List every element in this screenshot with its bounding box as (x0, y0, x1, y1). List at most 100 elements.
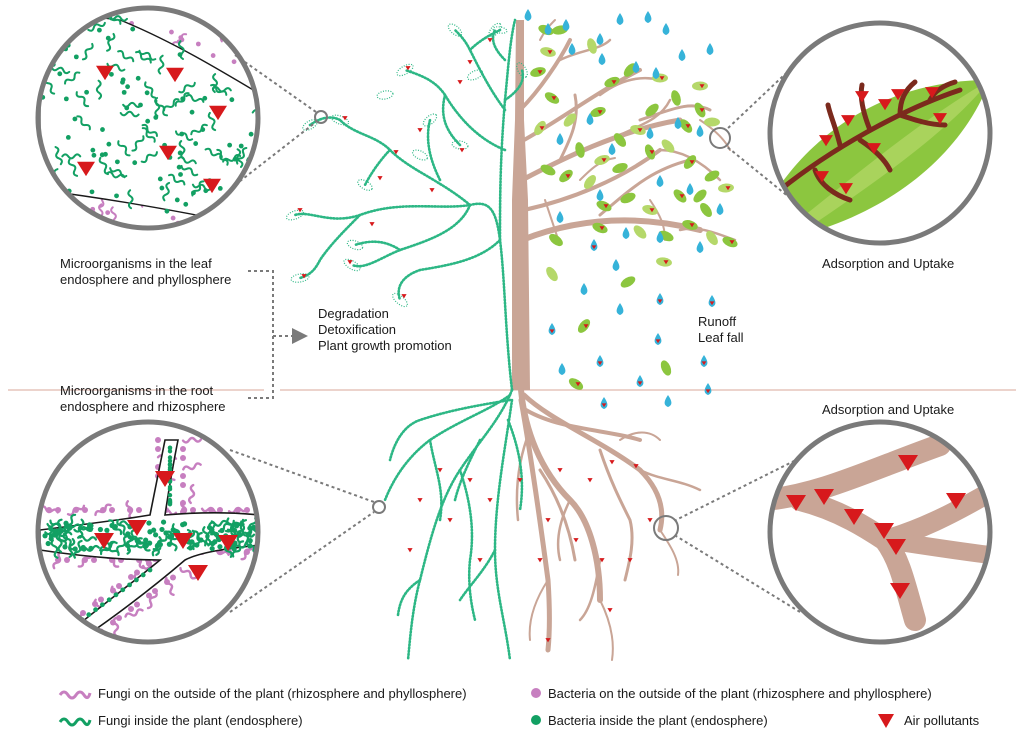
pollutant-icon (627, 558, 633, 563)
pollutant-icon (701, 361, 707, 366)
pollutant-icon (603, 204, 609, 209)
water-drop-icon (558, 363, 566, 375)
leaf-icon (660, 360, 672, 376)
water-drop-icon (632, 61, 640, 73)
water-drop-icon (596, 33, 604, 45)
leaf-icon (592, 222, 608, 234)
pollutant-icon (166, 67, 184, 83)
leaf-icon (590, 107, 606, 117)
pollutant-icon (649, 150, 655, 155)
water-drop-icon (580, 283, 588, 295)
pollutant-icon (467, 478, 473, 483)
process-list: Degradation Detoxification Plant growth … (318, 306, 452, 354)
pollutant-icon (188, 565, 208, 581)
pollutant-icon (649, 208, 655, 213)
pollutant-icon (539, 126, 545, 131)
water-drop-icon (600, 397, 608, 409)
water-drop-icon (544, 23, 552, 35)
water-drop-icon (656, 175, 664, 187)
pollutant-icon (891, 89, 905, 101)
pollutant-icon (159, 145, 177, 161)
leaf-icon (559, 169, 573, 183)
water-drop-icon (616, 13, 624, 25)
water-drop-icon (548, 323, 556, 335)
legend-swatches (58, 688, 894, 728)
process-degradation: Degradation (318, 306, 389, 321)
pollutant-icon (342, 116, 348, 121)
root-callout-pollutants (94, 471, 238, 581)
pollutant-icon (459, 148, 465, 153)
pollutant-icon (405, 66, 411, 71)
root-uptake-pollutants (786, 455, 966, 599)
leaf-fall-label: Leaf fall (698, 330, 744, 345)
water-drop-icon (674, 117, 682, 129)
pollutant-icon (601, 403, 607, 408)
pollutant-icon (597, 110, 603, 115)
leaf-icon (693, 189, 707, 203)
pollutant-icon (537, 70, 543, 75)
leaf-microorganisms-label-line1: Microorganisms in the leaf (60, 256, 212, 271)
water-drops (524, 9, 724, 409)
leaf-icon (549, 233, 563, 247)
leaf-icon (587, 38, 597, 54)
leaf-icon (704, 170, 720, 182)
pollutant-icon (369, 222, 375, 227)
pollutant-icon (655, 339, 661, 344)
water-drop-icon (598, 53, 606, 65)
pollutant-icon (77, 161, 95, 177)
pollutant-icon (429, 188, 435, 193)
pollutant-icon (886, 539, 906, 555)
water-drop-icon (664, 395, 672, 407)
pollutant-icon (599, 558, 605, 563)
leaf-icon (671, 90, 681, 106)
pollutant-icon (841, 115, 855, 127)
leaf-icon (540, 47, 556, 57)
leaf-icon (694, 102, 706, 118)
fungi-inside-swatch-icon (58, 717, 92, 727)
water-drop-icon (556, 133, 564, 145)
leaf-icon (596, 200, 612, 212)
pollutant-icon (209, 105, 227, 121)
pollutant-icon (447, 518, 453, 523)
leaf-icon (568, 378, 584, 390)
fungi-outside-swatch-icon (58, 690, 92, 700)
leaf-icon (546, 266, 558, 282)
process-bracket (248, 270, 292, 399)
water-drop-icon (704, 383, 712, 395)
process-detoxification: Detoxification (318, 322, 397, 337)
leaf-icon (563, 113, 577, 127)
tree-right-leaves (530, 24, 738, 390)
pollutant-icon (709, 301, 715, 306)
leaf-icon (612, 162, 628, 174)
water-drop-icon (596, 355, 604, 367)
root-pollutants (407, 460, 653, 643)
leaf-icon (682, 220, 698, 230)
pollutant-icon (609, 460, 615, 465)
pollutant-icon (814, 489, 834, 505)
pollutant-icon (946, 493, 966, 509)
pollutant-icon (587, 478, 593, 483)
pollutant-icon (705, 389, 711, 394)
pollutant-icon (637, 128, 643, 133)
root-microorganisms-label-line1: Microorganisms in the root (60, 383, 214, 398)
leaf-icon (530, 67, 546, 77)
water-drop-icon (696, 241, 704, 253)
leaf-icon (575, 142, 585, 158)
pollutant-icon (679, 194, 685, 199)
water-drop-icon (678, 49, 686, 61)
adsorption-root-label: Adsorption and Uptake (822, 402, 955, 417)
pollutant-icon (611, 80, 617, 85)
pollutant-icon (633, 464, 639, 469)
water-drop-icon (590, 239, 598, 251)
leaf-icon (679, 119, 693, 133)
pollutant-icon (597, 361, 603, 366)
pollutant-icon (573, 538, 579, 543)
pollutant-icon (663, 260, 669, 265)
leaf-icon (722, 236, 738, 248)
pollutant-icon (637, 381, 643, 386)
leaf-icon (594, 154, 610, 166)
pollutant-icon (203, 178, 221, 194)
water-drop-icon (686, 183, 694, 195)
pollutant-icon (647, 518, 653, 523)
water-drop-icon (654, 333, 662, 345)
